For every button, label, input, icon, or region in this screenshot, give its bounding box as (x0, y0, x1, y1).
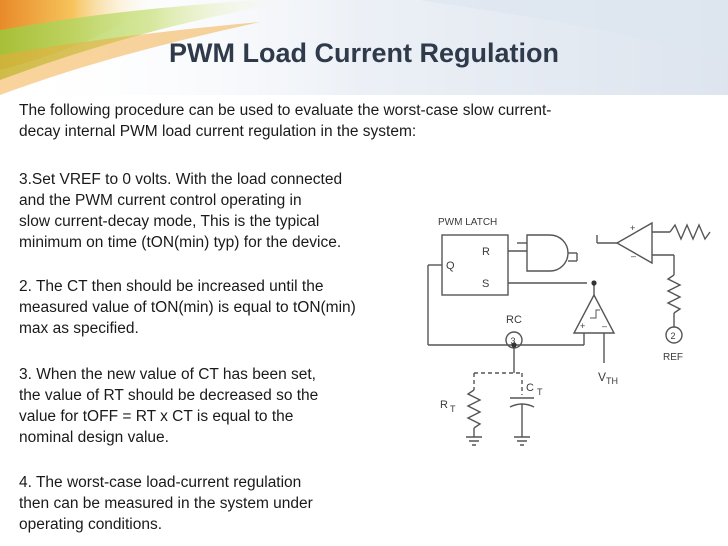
step-paragraph: 2. The CT then should be increased until… (19, 276, 429, 339)
rc-label: RC (506, 314, 522, 326)
step-line: 3. When the new value of CT has been set… (19, 366, 316, 383)
step-paragraph: 3. When the new value of CT has been set… (19, 364, 429, 448)
step-paragraph: 4. The worst-case load-current regulatio… (19, 472, 429, 535)
page-title: PWM Load Current Regulation (169, 38, 559, 68)
junction-dot (511, 342, 517, 348)
timing-comparator (572, 293, 616, 334)
ground-symbol (514, 436, 530, 446)
step-line: operating conditions. (19, 516, 163, 533)
step-line: 2. The CT then should be increased until… (19, 278, 324, 295)
step-line: minimum on time (tON(min) typ) for the d… (19, 234, 342, 251)
intro-line: decay internal PWM load current regulati… (19, 123, 417, 140)
ref-resistor (666, 274, 682, 314)
timing-comparator-plus-sign: + (580, 321, 585, 331)
current-comparator (615, 221, 653, 265)
ref-pin-number: 2 (671, 331, 676, 341)
pwm-latch-label: PWM LATCH (438, 217, 497, 228)
and-gate (526, 234, 569, 272)
intro-line: The following procedure can be used to e… (19, 102, 552, 119)
step-line: measured value of tON(min) is equal to t… (19, 299, 356, 316)
step-line: value for tOFF = RT x CT is equal to the (19, 408, 294, 425)
intro-paragraph: The following procedure can be used to e… (19, 100, 709, 142)
junction-dot (591, 280, 597, 286)
step-line: and the PWM current control operating in (19, 192, 302, 209)
step-line: 4. The worst-case load-current regulatio… (19, 474, 302, 491)
sense-resistor (669, 223, 711, 241)
rc-pin-number: 3 (511, 336, 516, 346)
comparator-minus-sign: – (631, 251, 636, 261)
ref-label: REF (663, 352, 683, 363)
step-paragraph: 3.Set VREF to 0 volts. With the load con… (19, 169, 429, 253)
rt-resistor (466, 389, 482, 429)
ref-pin-node (665, 326, 683, 344)
step-line: slow current-decay mode, This is the typ… (19, 213, 320, 230)
latch-s-pin-label: S (482, 278, 489, 290)
step-line: then can be measured in the system under (19, 495, 313, 512)
comparator-plus-sign: + (630, 223, 635, 233)
step-line: nominal design value. (19, 429, 169, 446)
step-line: 3.Set VREF to 0 volts. With the load con… (19, 171, 343, 188)
latch-r-pin-label: R (482, 246, 490, 258)
step-line: max as specified. (19, 320, 139, 337)
step-line: the value of RT should be decreased so t… (19, 387, 319, 404)
vth-label: VTH (598, 370, 618, 386)
ground-symbol (466, 436, 482, 446)
latch-q-pin-label: Q (446, 260, 455, 272)
timing-comparator-minus-sign: – (602, 321, 607, 331)
